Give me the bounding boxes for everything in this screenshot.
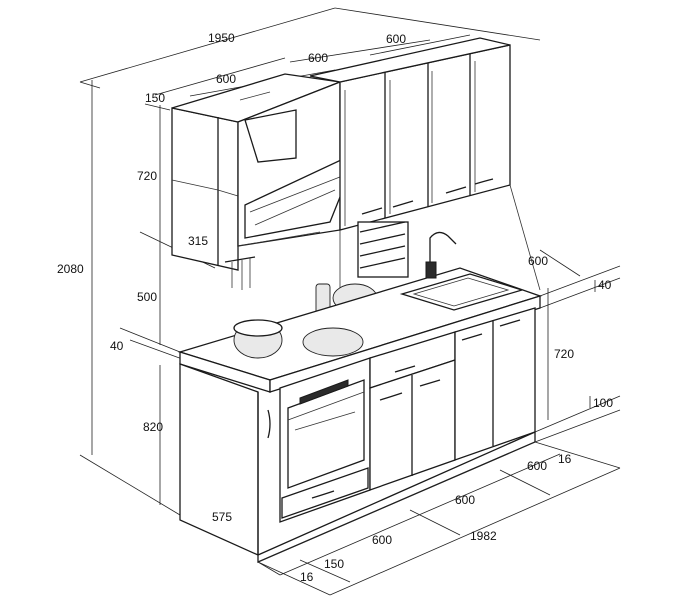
dim-base-depth: 575 [212, 510, 232, 524]
wall-backsplash [224, 184, 541, 330]
dim-top-right-width: 600 [386, 32, 406, 46]
dim-floor-right-module: 600 [527, 459, 547, 473]
dim-top-mid-width: 600 [308, 51, 328, 65]
dim-right-plinth-depth: 16 [558, 452, 572, 466]
dim-top-total-width: 1950 [208, 31, 235, 45]
dim-top-left-width: 600 [216, 72, 236, 86]
dim-floor-front-offset: 16 [300, 570, 314, 584]
dim-right-worktop: 40 [598, 278, 612, 292]
dim-floor-left-module: 600 [372, 533, 392, 547]
upper-cabinets [171, 37, 511, 271]
dim-floor-left-depth: 150 [324, 557, 344, 571]
dimension-labels: 1950 600 600 600 150 720 2080 315 500 40… [57, 31, 613, 584]
dim-upper-depth: 150 [145, 91, 165, 105]
dim-right-base-height: 720 [554, 347, 574, 361]
dim-right-depth: 600 [528, 254, 548, 268]
dim-backsplash-height: 500 [137, 290, 157, 304]
worktop [177, 231, 543, 393]
dim-floor-mid-module: 600 [455, 493, 475, 507]
dim-worktop-front: 40 [110, 339, 124, 353]
dim-floor-total-width: 1982 [470, 529, 497, 543]
dim-right-plinth: 100 [593, 396, 613, 410]
base-cabinets [179, 307, 536, 563]
dim-hood-gap: 315 [188, 234, 208, 248]
dim-upper-height: 720 [137, 169, 157, 183]
dim-base-height: 820 [143, 420, 163, 434]
dim-total-height: 2080 [57, 262, 84, 276]
floor-dimension-lines [257, 441, 621, 596]
right-dimension-lines [534, 249, 621, 443]
